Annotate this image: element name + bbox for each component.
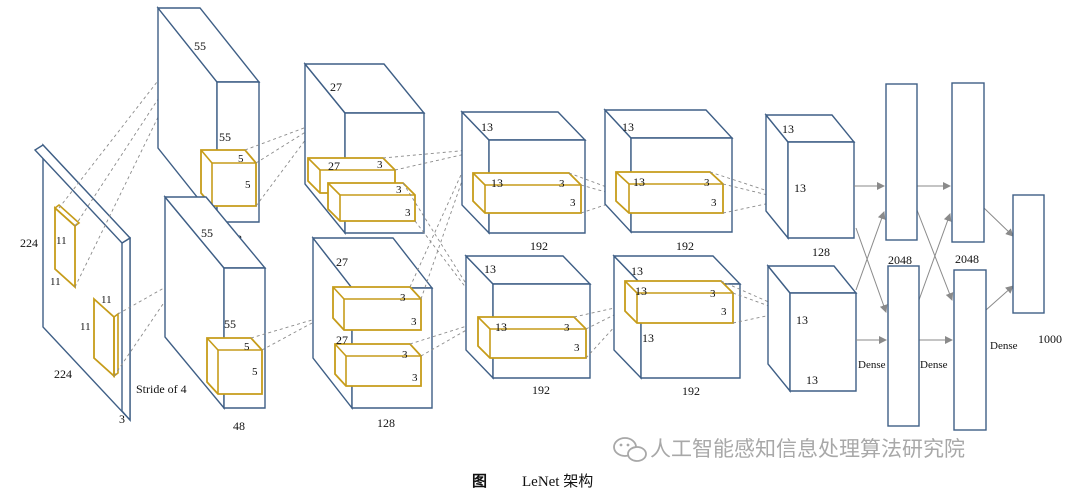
conv1-bottom-size: 55 [201,226,213,240]
conv4-bottom-kernel-a: 3 [710,288,716,300]
conv3-to-conv4-connectors [568,172,629,359]
conv1-bottom-kernel-a: 5 [244,341,250,353]
conv5-top-inner: 13 [794,181,806,195]
conv2-bottom-kernel-a: 3 [400,292,406,304]
conv5-bottom-layer [766,264,858,393]
input-kernel2-size-b: 11 [80,321,91,333]
dense-label-3: Dense [990,340,1018,352]
conv2-to-conv3-connectors [382,149,471,357]
input-kernel2-size-a: 11 [101,294,112,306]
conv2-bottom-kernel-b: 3 [411,316,417,328]
conv5-bottom-bottom: 13 [806,373,818,387]
wechat-icon [613,437,647,462]
conv2-top-kernel-a: 3 [377,159,383,171]
conv1-top-size: 55 [194,39,206,53]
input-to-conv1-connectors [58,54,186,377]
dense-label-1: Dense [858,359,886,371]
dense2-bottom-block [953,269,987,431]
conv5-top-channels: 128 [812,245,830,259]
output-units: 1000 [1038,332,1062,346]
conv5-bottom-inner: 13 [796,313,808,327]
figure-label: 图 [472,472,487,490]
conv4-bottom-size: 13 [631,264,643,278]
conv1-to-conv2-connectors [244,124,313,351]
conv2-bottom-inner: 27 [336,333,348,347]
input-height-label: 224 [20,236,38,250]
conv1-bottom-depth-num: 55 [224,317,236,331]
conv4-top-kernel-a: 3 [704,177,710,189]
input-kernel-size-a: 11 [56,235,67,247]
conv4-top-layer [603,108,734,234]
conv3-bottom-inner: 13 [495,320,507,334]
dense2-top-block [951,82,985,243]
conv3-top-inner: 13 [491,176,503,190]
conv3-top-kernel-b: 3 [570,197,576,209]
conv4-bottom-side: 13 [642,331,654,345]
conv3-bottom-channels: 192 [532,383,550,397]
conv2-top-size: 27 [330,80,342,94]
conv4-bottom-layer [612,254,742,380]
figure-caption: LeNet 架构 [522,473,593,490]
conv2-bottom-kernel-c: 3 [402,349,408,361]
conv4-bottom-channels: 192 [682,384,700,398]
conv2-top-kernel-b: 3 [396,184,402,196]
dense-arrows [854,182,1014,344]
conv4-top-size: 13 [622,120,634,134]
dense1-top-block [885,83,918,241]
conv3-top-channels: 192 [530,239,548,253]
conv3-bottom-layer [464,254,592,380]
conv5-top-layer [764,113,856,240]
dense1-units: 2048 [888,253,912,267]
conv1-top-layer [156,5,261,225]
conv4-top-channels: 192 [676,239,694,253]
conv4-top-kernel-b: 3 [711,197,717,209]
conv1-bottom-kernel-b: 5 [252,366,258,378]
conv2-bottom-size: 27 [336,255,348,269]
dense2-units: 2048 [955,252,979,266]
conv2-bottom-kernel-d: 3 [412,372,418,384]
conv4-bottom-inner: 13 [635,284,647,298]
conv1-top-kernel-a: 5 [238,153,244,165]
conv4-bottom-kernel-b: 3 [721,306,727,318]
conv2-bottom-channels: 128 [377,416,395,430]
conv1-bottom-layer [163,195,267,410]
conv3-top-size: 13 [481,120,493,134]
input-depth-label: 3 [119,412,125,426]
watermark-text: 人工智能感知信息处理算法研究院 [650,437,965,461]
conv1-top-kernel-b: 5 [245,179,251,191]
conv1-top-depth-num: 55 [219,130,231,144]
stride-label: Stride of 4 [136,382,187,396]
watermark: 人工智能感知信息处理算法研究院 [613,437,965,462]
dense-label-2: Dense [920,359,948,371]
conv2-top-inner: 27 [328,159,340,173]
dense1-bottom-block [887,265,920,427]
conv4-top-inner: 13 [633,175,645,189]
conv3-bottom-size: 13 [484,262,496,276]
conv3-top-kernel-a: 3 [559,178,565,190]
output-block [1012,194,1045,314]
conv3-bottom-kernel-a: 3 [564,322,570,334]
input-width-label: 224 [54,367,72,381]
conv2-top-kernel-c: 3 [405,207,411,219]
input-kernel-size-b: 11 [50,276,61,288]
conv3-top-layer [460,110,587,235]
conv3-bottom-kernel-b: 3 [574,342,580,354]
conv1-bottom-channels: 48 [233,419,245,433]
conv5-top-size: 13 [782,122,794,136]
conv2-bottom-layer [311,235,434,411]
